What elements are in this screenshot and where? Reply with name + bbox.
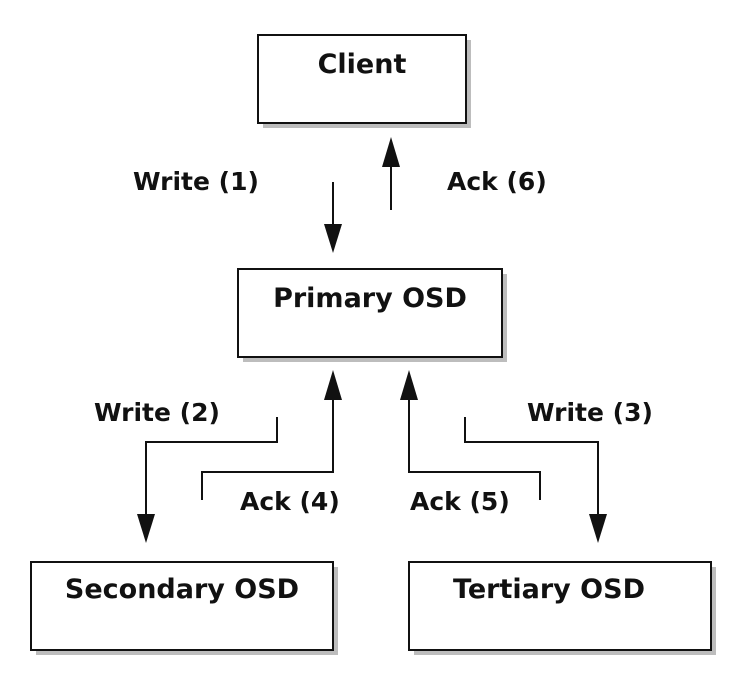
primary-osd-node-label: Primary OSD bbox=[273, 283, 467, 314]
ack-5-arrowhead bbox=[400, 370, 418, 400]
write-2-arrow-shaft bbox=[145, 417, 278, 516]
client-node-box bbox=[257, 34, 467, 124]
ack-6-label: Ack (6) bbox=[447, 167, 547, 196]
secondary-osd-node: Secondary OSD bbox=[30, 561, 338, 655]
write-2-label: Write (2) bbox=[94, 398, 220, 427]
tertiary-osd-node-box bbox=[408, 561, 712, 651]
ack-5-arrow-shaft bbox=[408, 397, 541, 500]
ack-4-arrowhead bbox=[324, 370, 342, 400]
write-3-arrow bbox=[464, 417, 607, 543]
write-1-label: Write (1) bbox=[133, 167, 259, 196]
ack-5-label: Ack (5) bbox=[410, 487, 510, 516]
write-2-arrow bbox=[137, 417, 278, 543]
client-node-label: Client bbox=[318, 49, 407, 80]
primary-osd-node: Primary OSD bbox=[237, 268, 507, 362]
write-3-arrow-shaft bbox=[464, 417, 599, 516]
ack-4-arrow bbox=[201, 370, 342, 500]
write-1-arrow bbox=[324, 182, 342, 253]
ack-4-label: Ack (4) bbox=[240, 487, 340, 516]
secondary-osd-node-label: Secondary OSD bbox=[65, 574, 299, 605]
ack-6-arrowhead bbox=[382, 137, 400, 167]
tertiary-osd-node: Tertiary OSD bbox=[408, 561, 716, 655]
primary-osd-node-box bbox=[237, 268, 503, 358]
ack-6-arrow bbox=[382, 137, 400, 210]
write-3-label: Write (3) bbox=[527, 398, 653, 427]
write-2-arrowhead bbox=[137, 514, 155, 543]
ack-5-arrow bbox=[400, 370, 541, 500]
write-1-arrowhead bbox=[324, 224, 342, 253]
client-node: Client bbox=[257, 34, 471, 128]
write-3-arrowhead bbox=[589, 514, 607, 543]
secondary-osd-node-box bbox=[30, 561, 334, 651]
ack-4-arrow-shaft bbox=[201, 397, 334, 500]
tertiary-osd-node-label: Tertiary OSD bbox=[453, 574, 645, 605]
